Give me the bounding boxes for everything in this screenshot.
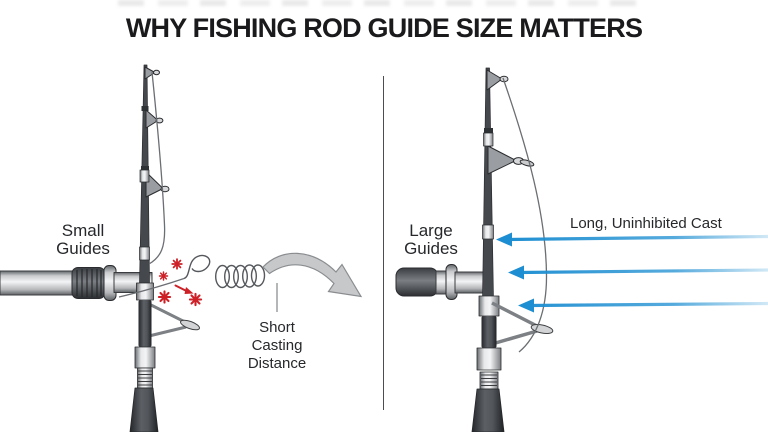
left-rod-small-guides [141,66,170,198]
right-rod-blank [482,67,494,301]
left-rod-handle-butt [0,270,75,296]
long-cast-annotation: Long, Uninhibited Cast [570,215,722,232]
small-guide-tip [144,66,156,80]
left-rod-upper-grip [138,300,152,347]
right-stripper-guide [491,301,554,346]
curved-arrow-down-right-icon [262,252,363,298]
right-rod-illustration [395,67,554,432]
short-cast-annotation: Short Casting Distance [247,319,307,372]
arrow-head-icon [518,298,534,313]
friction-arrow-head [184,287,194,294]
small-guide-3 [145,171,164,198]
right-rod-handle-grip [395,267,439,297]
right-rod-upper-grip [481,316,497,348]
friction-sparks [157,258,203,307]
line-coil-icon [183,254,266,289]
right-thread-ribs [481,374,497,386]
straight-arrow-left-icon [528,301,768,308]
right-rod-large-guides [484,69,535,175]
left-rod-illustration [0,64,200,432]
left-stripper-guide [148,302,200,338]
left-rod-band [134,346,156,369]
page-title: WHY FISHING ROD GUIDE SIZE MATTERS [125,13,643,43]
large-guide-tip [486,69,503,91]
right-rod-bottom-grip [471,388,505,432]
cropped-text-remnant [118,0,644,6]
small-guide-2 [145,109,159,129]
friction-spark-icon [158,271,169,281]
arrow-head-icon [508,265,524,280]
left-rod-bottom-grip [129,387,159,432]
left-thread-ribs [138,370,152,386]
left-rod-ferrule-upper [139,169,150,183]
straight-arrow-left-icon [506,234,768,242]
large-guides-label: Large Guides [404,221,458,259]
friction-spark-icon [171,258,183,270]
left-handle-grip-ribs [76,269,102,297]
cast-arrow-heads [496,232,534,313]
small-guides-label: Small Guides [56,221,110,259]
friction-spark-icon [157,290,172,304]
right-rod-ferrule-lower [482,224,494,240]
right-fishing-line [502,77,548,353]
straight-arrow-left-icon [518,268,768,275]
friction-arrow-shaft [174,284,188,292]
cast-arrow-shafts [506,234,768,308]
left-fishing-line [118,71,185,298]
left-rod-ferrule-lower [139,246,150,261]
friction-spark-icon [188,292,203,307]
right-rod-band [476,347,502,371]
arrow-head-icon [496,232,512,247]
large-guide-2 [487,145,517,175]
right-rod-ferrule-upper [483,132,494,147]
